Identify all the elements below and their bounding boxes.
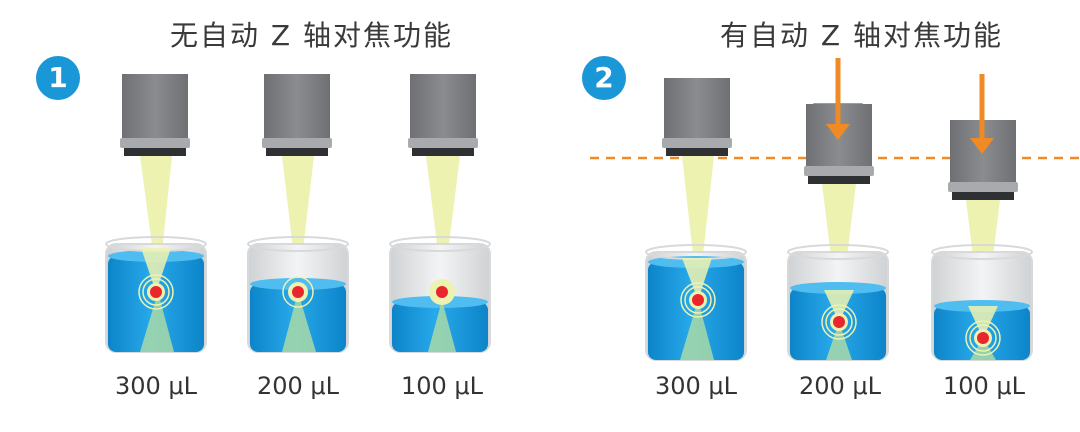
objective-lens [122, 74, 188, 138]
step-badge-2: 2 [582, 56, 626, 100]
panel1-setup-300 [105, 74, 207, 353]
panel1-setup-200 [247, 74, 349, 353]
volume-label: 100 μL [942, 372, 1026, 400]
panel1-setup-100 [389, 74, 491, 353]
volume-label: 200 μL [798, 372, 882, 400]
panel-2-title: 有自动 Z 轴对焦功能 [720, 19, 1003, 52]
volume-label: 300 μL [114, 372, 198, 400]
panel-1-title: 无自动 Z 轴对焦功能 [170, 19, 453, 52]
volume-label: 100 μL [400, 372, 484, 400]
panel2-setup-100 [931, 74, 1033, 361]
volume-label: 300 μL [654, 372, 738, 400]
step-badge-1: 1 [36, 56, 80, 100]
panel2-setup-300 [645, 78, 747, 361]
volume-label: 200 μL [256, 372, 340, 400]
focus-point [150, 286, 162, 298]
light-beam [140, 156, 172, 290]
panel2-setup-200 [787, 58, 889, 361]
